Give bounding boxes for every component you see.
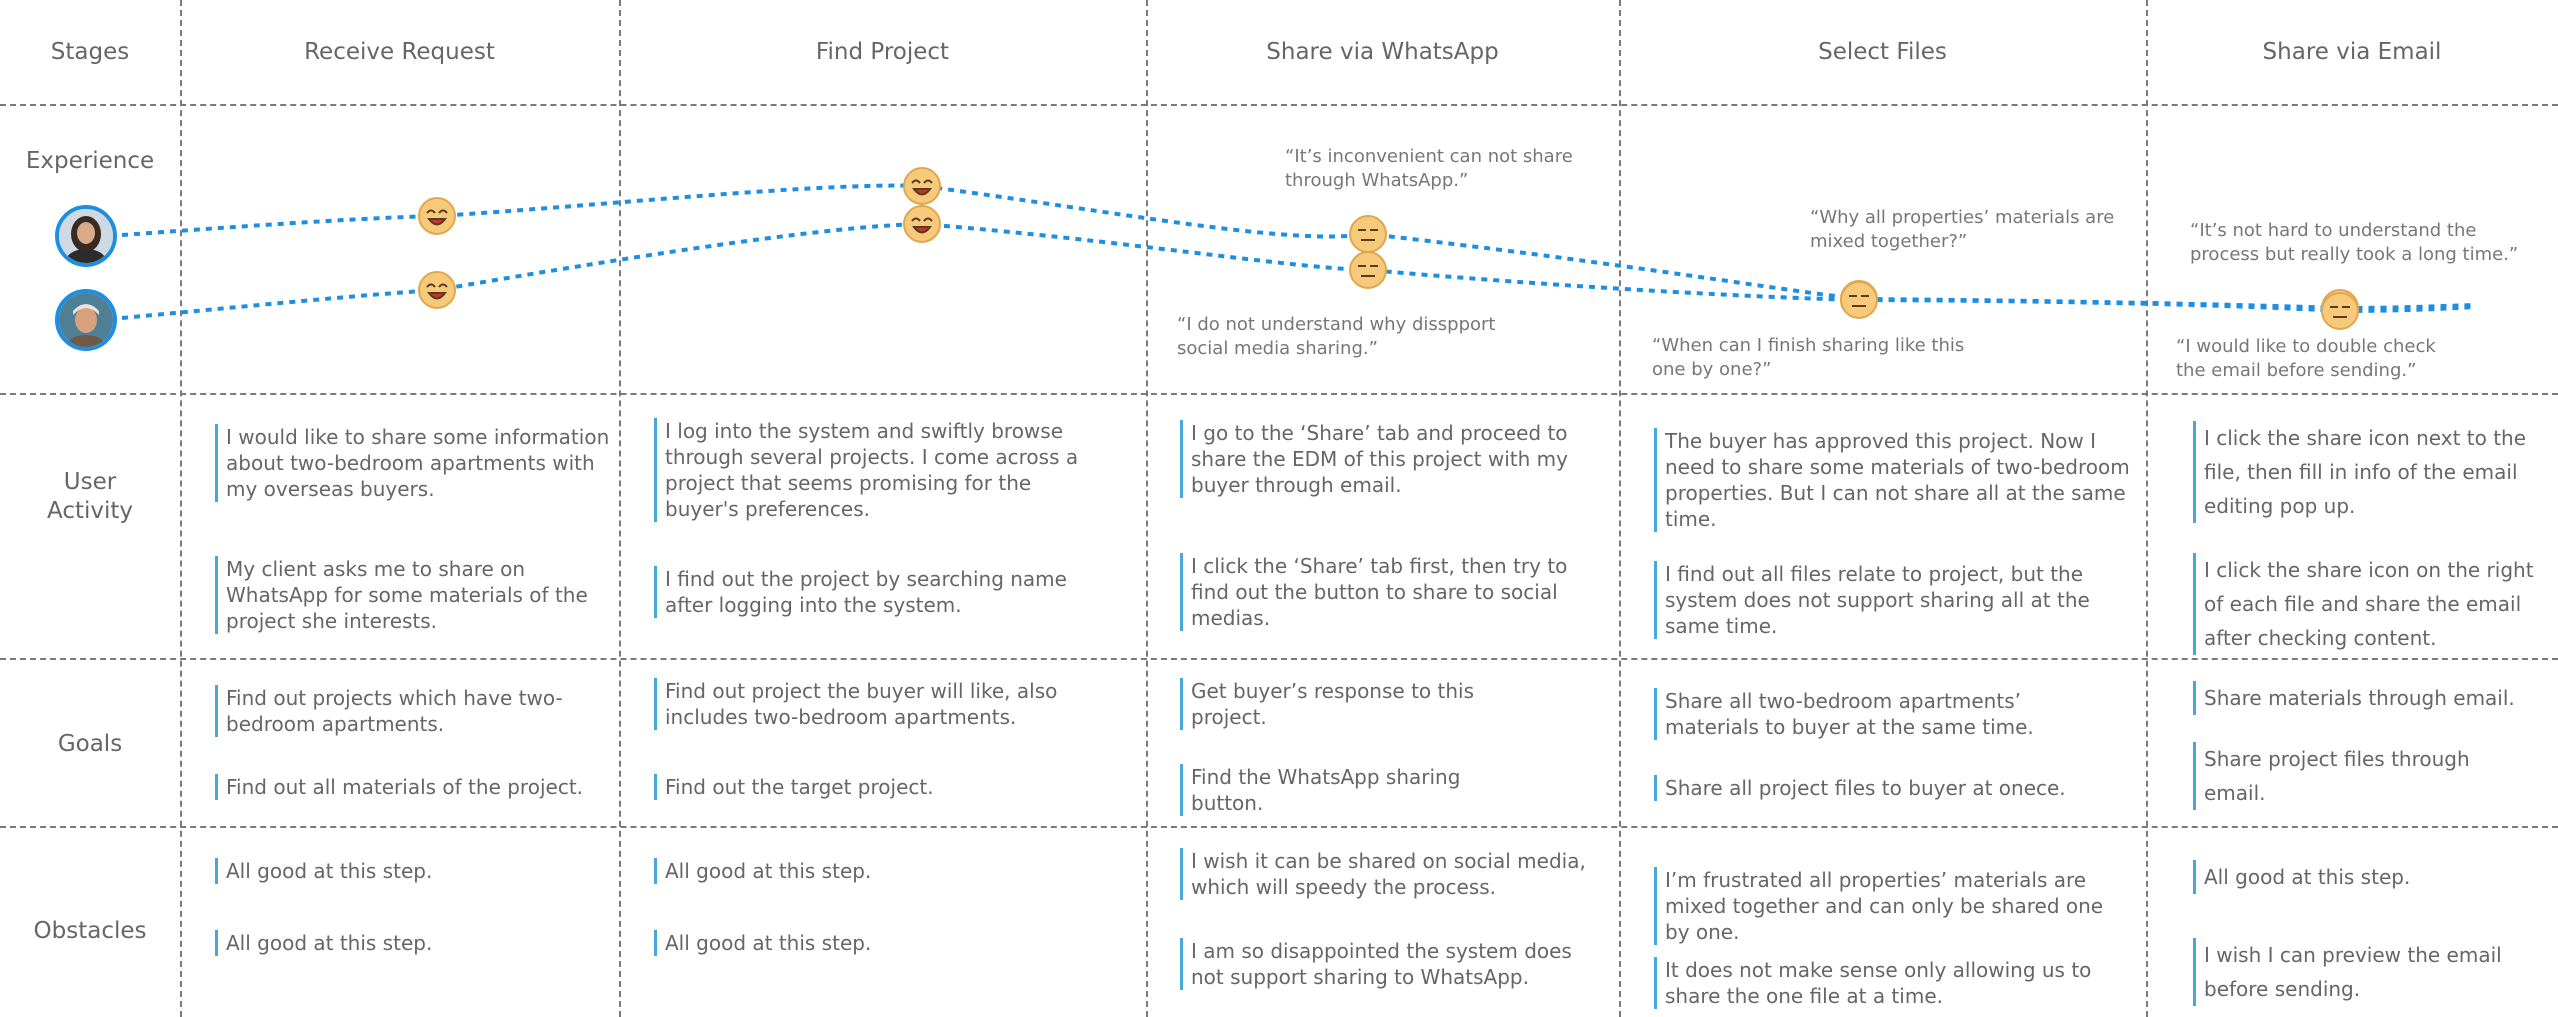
activity-note: I find out all files relate to project, … [1654,561,2145,639]
grid-divider [180,0,182,1017]
quote-files-bottom: “When can I finish sharing like this one… [1652,335,1965,380]
happy-face-icon [903,205,941,243]
quote-whatsapp-bottom: “I do not understand why dissppor​t soci… [1177,314,1496,359]
grid-divider [0,104,2558,106]
neutral-face-icon [1349,251,1387,289]
stage-find-project: Find Project [815,39,950,65]
obstacle-note: All good at this step. [654,930,1105,956]
obstacle-note: I wish it can be shared on social media,… [1180,848,1591,900]
goal-note: Find out project the buyer will like, al… [654,678,1105,730]
activity-note: I go to the ‘Share’ tab and proceed to s… [1180,420,1591,498]
happy-face-icon [418,197,456,235]
activity-note: I click the share icon next to the file,… [2193,421,2534,523]
obstacle-note: All good at this step. [215,858,611,884]
neutral-face-icon [1349,215,1387,253]
goal-note: Share project files through email. [2193,742,2534,810]
happy-face-icon [903,167,941,205]
grid-divider [1146,0,1148,1017]
quote-email-top: “It’s not hard to understand the process… [2190,220,2519,265]
goal-note: Find the WhatsApp sharing button. [1180,764,1521,816]
activity-note: I find out the project by searching name… [654,566,1105,618]
goal-note: Find out all materials of the project. [215,774,611,800]
persona-1-avatar [55,205,117,267]
obstacle-note: It does not make sense only allowing us … [1654,957,2125,1009]
activity-note: I click the ‘Share’ tab first, then try … [1180,553,1591,631]
neutral-face-icon [1840,280,1878,318]
row-label-experience: Experience [25,148,155,174]
obstacle-note: I’m frustrated all properties’ materials… [1654,867,2125,945]
obstacle-note: I wish I can preview the email before se… [2193,938,2534,1006]
goal-note: Share all project files to buyer at onec… [1654,775,2105,801]
goal-note: Get buyer’s response to this project. [1180,678,1521,730]
obstacle-note: I am so disappointed the system does not… [1180,938,1591,990]
grid-divider [2146,0,2148,1017]
grid-divider [0,826,2558,828]
goal-note: Find out the target project. [654,774,1105,800]
persona-1-curve [121,183,2476,311]
quote-files-top: “Why all properties’ materials are mixed… [1810,207,2115,252]
activity-note: I click the share icon on the right of e… [2193,553,2534,655]
stage-receive-request: Receive Request [304,39,495,65]
row-label-user-activity: User Activity [46,469,133,524]
grid-divider [0,393,2558,395]
row-label-obstacles: Obstacles [33,918,147,944]
persona-2-curve [121,221,2476,320]
quote-whatsapp-top: “It’s inconvenient can not share through… [1285,146,1573,191]
row-label-goals: Goals [57,731,123,757]
obstacle-note: All good at this step. [654,858,1105,884]
neutral-face-icon [2321,289,2359,327]
neutral-face-icon [2321,292,2359,330]
goal-note: Find out projects which have two-bedroom… [215,685,611,737]
obstacle-note: All good at this step. [2193,860,2534,894]
grid-divider [0,658,2558,660]
activity-note: My client asks me to share on WhatsApp f… [215,556,611,634]
stage-select-files: Select Files [1818,39,1947,65]
activity-note: The buyer has approved this project. Now… [1654,428,2145,532]
activity-note: I would like to share some information a… [215,424,611,502]
grid-divider [1619,0,1621,1017]
quote-email-bottom: “I would like to double check the email … [2176,336,2436,381]
stage-share-whatsapp: Share via WhatsApp [1266,39,1499,65]
neutral-face-icon [1840,281,1878,319]
goal-note: Share all two-bedroom apartments’ materi… [1654,688,2105,740]
persona-2-avatar [55,289,117,351]
obstacle-note: All good at this step. [215,930,611,956]
stage-share-email: Share via Email [2262,39,2442,65]
goal-note: Share materials through email. [2193,681,2534,715]
grid-divider [619,0,621,1017]
stages-label: Stages [50,39,130,65]
activity-note: I log into the system and swiftly browse… [654,418,1105,522]
happy-face-icon [418,271,456,309]
